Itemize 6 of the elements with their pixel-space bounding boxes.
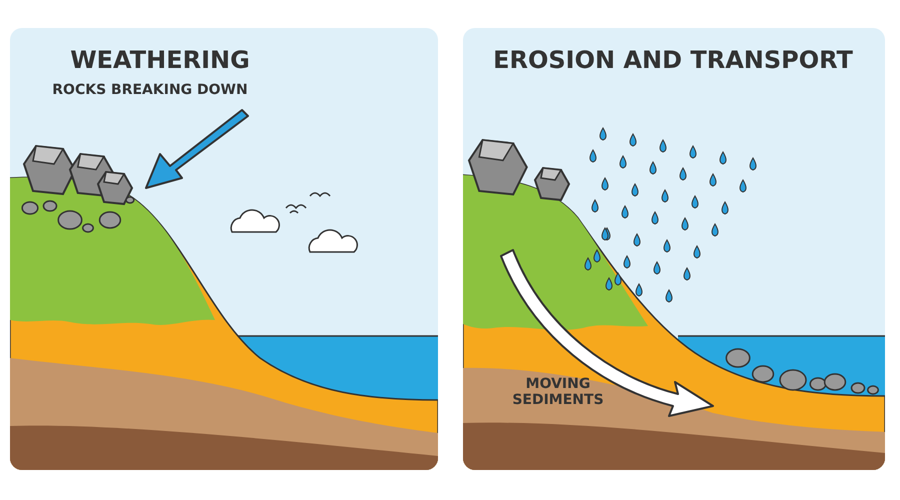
panel-subtitle: ROCKS BREAKING DOWN (51, 82, 249, 98)
layer-label: MOVING SEDIMENTS (511, 376, 605, 408)
panel-title: WEATHERING (69, 46, 251, 74)
scene-panel (463, 28, 885, 470)
panel-title: EROSION AND TRANSPORT (492, 46, 854, 74)
scene-panel (10, 28, 438, 470)
